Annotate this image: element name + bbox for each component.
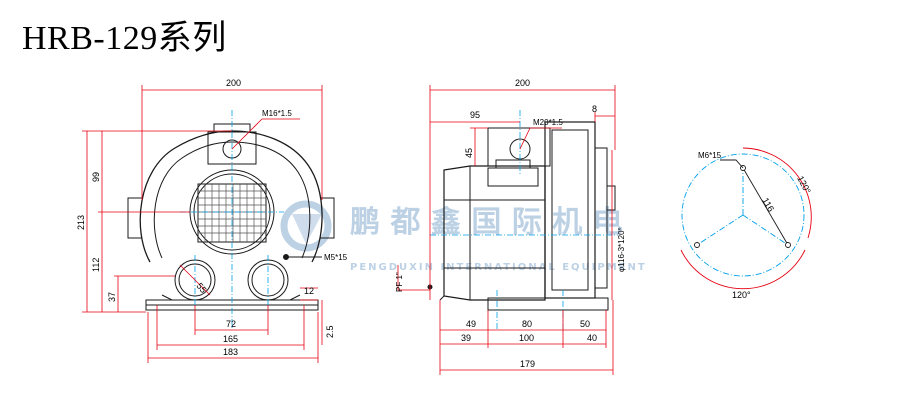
dim-side-offset-left: 95: [470, 110, 480, 120]
dim-side-40: 40: [587, 333, 597, 343]
flange-view: [680, 147, 812, 290]
dim-flange-diameter: 116: [760, 196, 776, 213]
label-flange-hole: M6*15: [698, 151, 722, 160]
label-front-thread: M16*1.5: [262, 109, 292, 118]
dim-front-foot: 12: [304, 286, 314, 296]
dim-front-base-width: 165: [223, 334, 238, 344]
dim-side-39: 39: [461, 333, 471, 343]
dim-front-base-plate: 2.5: [325, 325, 335, 338]
dim-front-height-upper: 99: [91, 172, 101, 182]
front-view-dimensions: [82, 85, 323, 363]
watermark: 鹏 都 鑫 国 际 机 电 PENGDUXIN INTERNATIONAL EQ…: [280, 200, 645, 273]
dim-side-port-height: 45: [464, 148, 474, 158]
dim-flange-angle-top: 120°: [795, 174, 813, 195]
side-view-dimensions: [397, 85, 616, 375]
dim-front-width: 200: [226, 78, 241, 88]
dim-front-height-lower: 112: [91, 258, 101, 272]
dim-side-49: 49: [466, 319, 476, 329]
dim-side-50: 50: [580, 319, 590, 329]
side-view: [427, 110, 618, 330]
dim-front-height-base: 37: [107, 292, 117, 302]
front-view: [127, 110, 335, 330]
dim-front-hole-spacing: 72: [226, 319, 236, 329]
dim-side-80: 80: [522, 319, 532, 329]
dim-side-offset-right: 8: [592, 104, 597, 114]
dim-side-width: 200: [515, 78, 530, 88]
dim-front-height-total: 213: [76, 215, 86, 230]
dim-side-100: 100: [519, 333, 534, 343]
label-side-foot-thread: PF 1": [395, 272, 404, 292]
watermark-cn: 鹏 都 鑫 国 际 机 电: [350, 205, 623, 240]
page-title: HRB-129系列: [22, 20, 227, 57]
label-front-mount-hole: M5*15: [324, 253, 348, 262]
label-side-bolt-circle: φ116-3*120°: [617, 227, 626, 272]
dim-flange-angle-bottom: 120°: [732, 290, 751, 300]
dim-front-port: 55: [194, 281, 208, 295]
dim-front-overall-width: 183: [223, 347, 238, 357]
label-side-thread: M20*1.5: [533, 118, 563, 127]
front-view-dim-text: 200 M16*1.5 213 99 112 37 55 M5*15 12 2.…: [76, 78, 348, 357]
dim-side-overall-length: 179: [520, 359, 535, 369]
side-view-dim-text: 200 8 95 M20*1.5 45 φ116-3*120° PF 1" 49…: [395, 78, 626, 369]
